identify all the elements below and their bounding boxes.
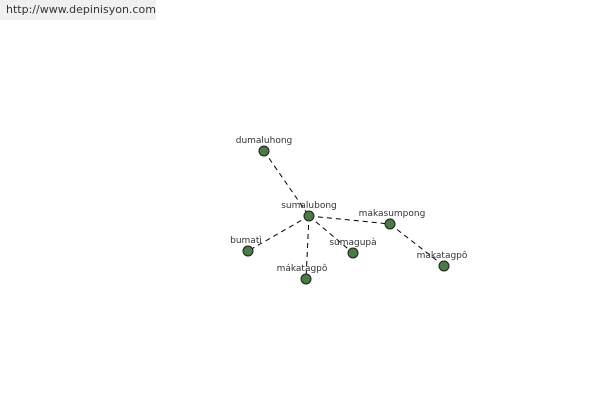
- edge-makasumpong-makatagpo2: [389, 223, 445, 267]
- node-bumati[interactable]: [242, 245, 254, 257]
- node-label-makatagpo1: mákatagpô: [277, 263, 328, 274]
- node-makatagpo2[interactable]: [438, 260, 450, 272]
- node-label-makasumpong: makasumpong: [359, 209, 426, 219]
- nodes-layer: [242, 145, 450, 285]
- node-label-bumati: bumatì: [230, 236, 262, 246]
- node-makasumpong[interactable]: [384, 218, 396, 230]
- node-makatagpo1[interactable]: [300, 273, 312, 285]
- edges-layer: [247, 150, 445, 280]
- node-label-sumagupa: sumagupà: [329, 238, 376, 248]
- node-dumaluhong[interactable]: [258, 145, 270, 157]
- node-sumalubong[interactable]: [303, 210, 315, 222]
- node-label-makatagpo2: makatagpô: [417, 250, 468, 261]
- edge-sumalubong-makatagpo1: [305, 215, 310, 280]
- edge-dumaluhong-sumalubong: [263, 150, 310, 217]
- edge-sumalubong-makasumpong: [308, 215, 391, 225]
- edge-sumalubong-bumati: [247, 215, 310, 252]
- node-sumagupa[interactable]: [347, 247, 359, 259]
- edge-sumalubong-sumagupa: [308, 215, 354, 254]
- node-label-sumalubong: sumalubong: [281, 201, 337, 211]
- labels-layer: dumaluhong sumalubong makasumpong bumatì sum…: [230, 136, 468, 274]
- node-label-dumaluhong: dumaluhong: [236, 136, 293, 146]
- site-url[interactable]: http://www.depinisyon.com/: [0, 0, 156, 20]
